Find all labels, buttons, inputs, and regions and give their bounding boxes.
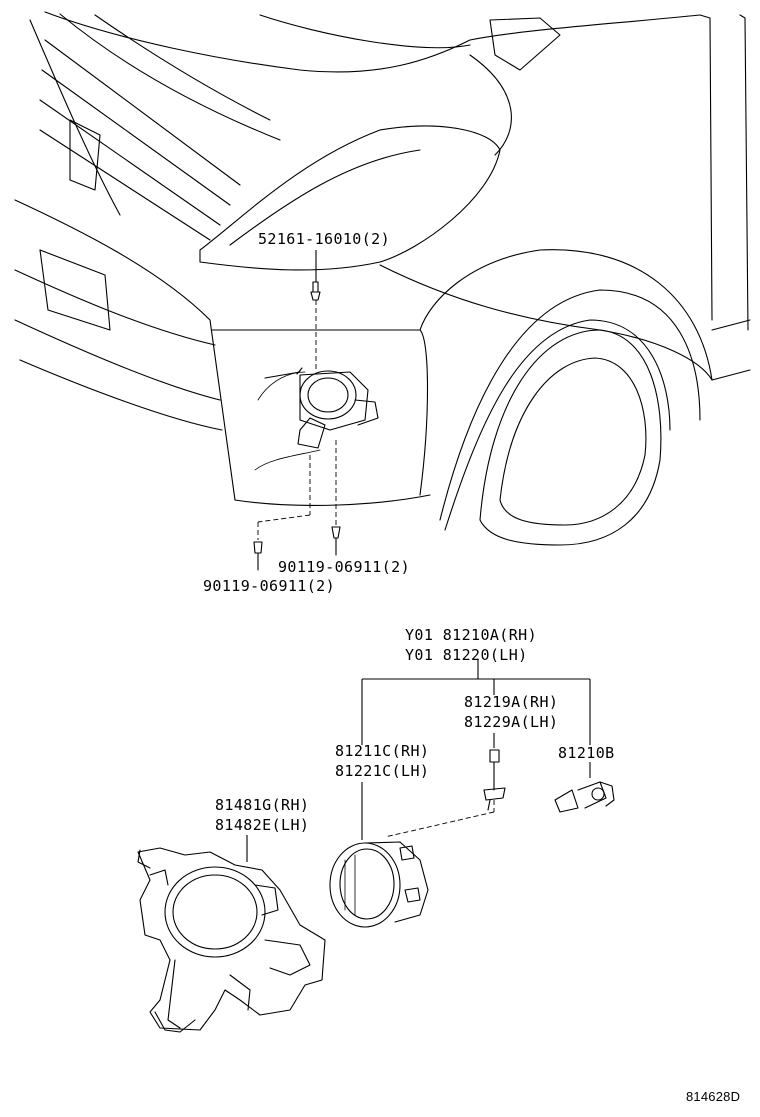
- label-bulb: 81210B: [558, 744, 615, 762]
- socket-wire-part: [384, 749, 506, 838]
- exploded-parts: [137, 660, 615, 1033]
- fog-lamp-unit-part: [329, 841, 429, 928]
- label-socket-rh: 81219A(RH): [464, 693, 559, 711]
- vehicle-front-illustration: [14, 11, 751, 571]
- fog-lamp-cover-part: [137, 847, 326, 1033]
- label-bolt-left: 90119-06911(2): [203, 577, 336, 595]
- bulb-part: [554, 781, 615, 813]
- drawing-code: 814628D: [686, 1089, 741, 1104]
- label-socket-lh: 81229A(LH): [464, 713, 559, 731]
- label-cover-lh: 81482E(LH): [215, 816, 310, 834]
- label-screw-top: 52161-16010(2): [258, 230, 391, 248]
- label-lamp-unit-rh: 81211C(RH): [335, 742, 430, 760]
- label-lamp-assy-lh: Y01 81220(LH): [405, 646, 528, 664]
- installed-fog-lamp: [254, 367, 379, 471]
- label-cover-rh: 81481G(RH): [215, 796, 310, 814]
- label-lamp-unit-lh: 81221C(LH): [335, 762, 430, 780]
- bolt-fasteners: [253, 440, 341, 571]
- screw-fastener: [310, 281, 321, 372]
- label-lamp-assy-rh: Y01 81210A(RH): [405, 626, 538, 644]
- label-bolt-right: 90119-06911(2): [278, 558, 411, 576]
